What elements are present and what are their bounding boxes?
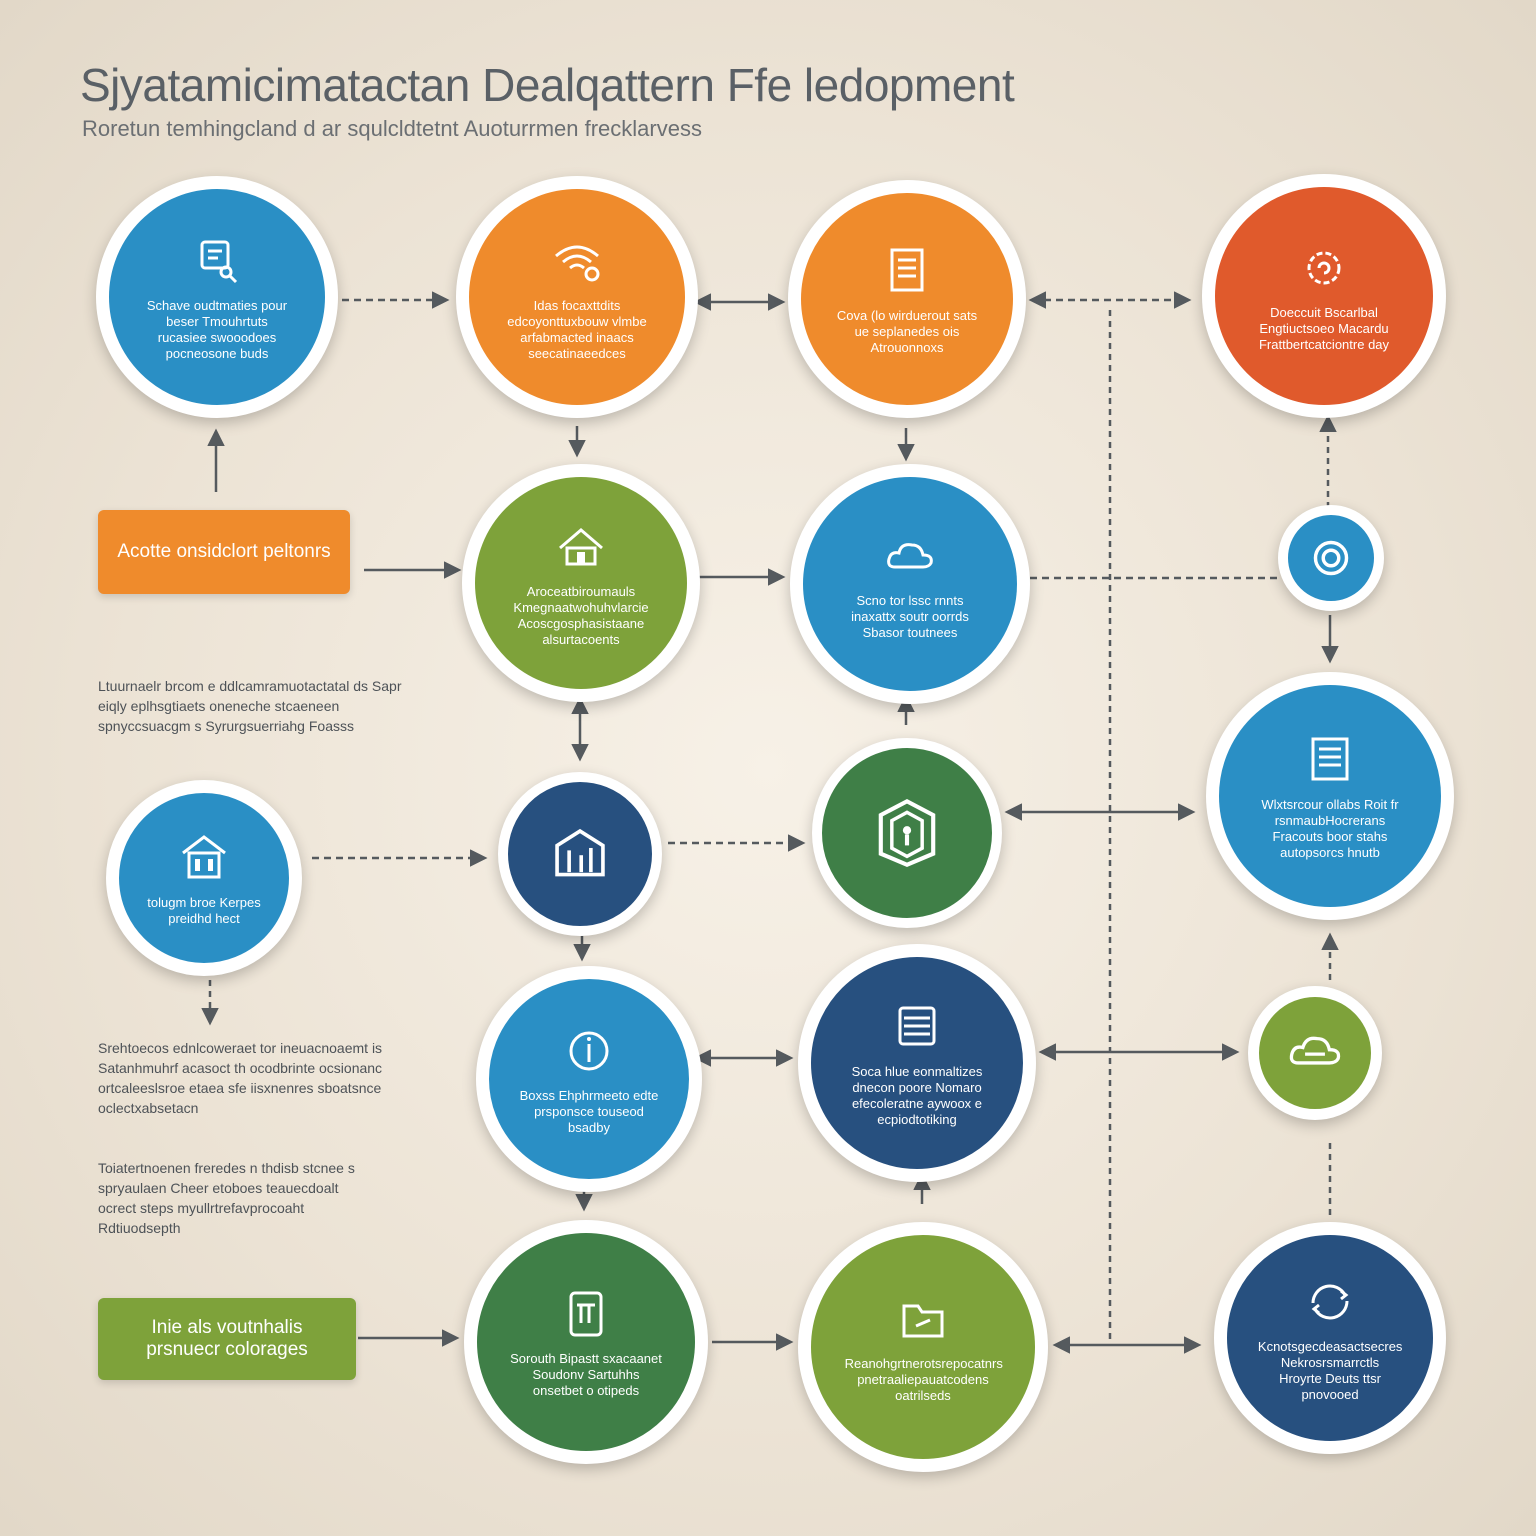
page-title: Sjyatamicimatactan Dealqattern Ffe ledop…	[80, 59, 1015, 111]
annotation-text-2: Srehtoecos ednlcoweraet tor ineuacnoaemt…	[98, 1040, 383, 1116]
process-node-16[interactable]: Reanohgrtnerotsrepocatnrs pnetraaliepaua…	[798, 1222, 1048, 1472]
node-label: Wlxtsrcour ollabs Roit fr rsnmaubHocrera…	[1261, 797, 1399, 860]
search-document-icon	[200, 240, 238, 284]
node-label: Doeccuit Bscarlbal Engtiuctsoeo Macardu …	[1258, 305, 1390, 352]
process-node-4[interactable]: Doeccuit Bscarlbal Engtiuctsoeo Macardu …	[1202, 174, 1446, 418]
home-icon	[559, 528, 603, 566]
process-node-1[interactable]: Schave oudtmaties pour beser Tmouhrtuts …	[96, 176, 338, 418]
process-node-3[interactable]: Cova (lo wirduerout sats ue seplanedes o…	[788, 180, 1026, 418]
target-icon	[1313, 540, 1349, 576]
folder-icon	[902, 1304, 944, 1338]
list-document-icon	[1311, 737, 1349, 781]
refresh-eco-icon	[1311, 1284, 1349, 1320]
process-node-11[interactable]: Wlxtsrcour ollabs Roit fr rsnmaubHocrera…	[1206, 672, 1454, 920]
process-node-12[interactable]: Boxss Ehphrmeeto edte prsponsce touseod …	[476, 966, 702, 1192]
process-node-14[interactable]	[1248, 986, 1382, 1120]
pi-chart-icon	[555, 828, 605, 877]
process-node-5[interactable]: Aroceatbiroumauls Kmegnaatwohuhvlarcie A…	[462, 464, 700, 702]
node-label: Cova (lo wirduerout sats ue seplanedes o…	[836, 308, 978, 355]
process-node-10[interactable]	[812, 738, 1002, 928]
building-icon	[182, 835, 226, 879]
box-label: Acotte onsidclort peltonrs	[117, 541, 331, 562]
action-box-2[interactable]: Inie als voutnhalis prsnuecr colorages	[98, 1298, 356, 1380]
cloud-icon	[887, 543, 933, 569]
shield-lock-icon	[878, 798, 936, 867]
document-icon	[890, 248, 924, 292]
node-label: Sorouth Bipastt sxacaanet Soudonv Sartuh…	[510, 1351, 662, 1398]
node-label: Reanohgrtnerotsrepocatnrs pnetraaliepaua…	[844, 1356, 1003, 1403]
process-node-15[interactable]: Sorouth Bipastt sxacaanet Soudonv Sartuh…	[464, 1220, 708, 1464]
spiral-gear-icon	[1307, 251, 1341, 285]
cloud-tag-icon	[1289, 1036, 1341, 1065]
box-label: Inie als voutnhalis prsnuecr colorages	[146, 1317, 308, 1360]
node-label: tolugm broe Kerpes preidhd hect	[147, 895, 261, 926]
process-node-8[interactable]: tolugm broe Kerpes preidhd hect	[106, 780, 302, 976]
tablet-icon	[569, 1291, 603, 1337]
process-node-2[interactable]: Idas focaxttdits edcoyonttuxbouw vlmbe a…	[456, 176, 698, 418]
node-label: Boxss Ehphrmeeto edte prsponsce touseod …	[519, 1088, 659, 1135]
annotation-text-1: Ltuurnaelr brcom e ddlcamramuotactatal d…	[98, 678, 402, 734]
node-label: Idas focaxttdits edcoyonttuxbouw vlmbe a…	[507, 298, 647, 361]
node-label: Aroceatbiroumauls Kmegnaatwohuhvlarcie A…	[513, 584, 649, 647]
action-box-1[interactable]: Acotte onsidclort peltonrs	[98, 510, 350, 594]
page-subtitle: Roretun temhingcland d ar squlcldtetnt A…	[82, 116, 702, 141]
node-label: Scno tor lssc rnnts inaxattx soutr oorrd…	[851, 593, 969, 640]
node-label: Kcnotsgecdeasactsecres Nekrosrsmarrctls …	[1257, 1339, 1403, 1402]
process-node-6[interactable]: Scno tor lssc rnnts inaxattx soutr oorrd…	[790, 464, 1030, 704]
list-icon	[898, 1006, 936, 1046]
node-label: Schave oudtmaties pour beser Tmouhrtuts …	[146, 298, 288, 361]
process-node-9[interactable]	[498, 772, 662, 936]
wifi-hand-icon	[555, 245, 600, 282]
info-icon	[569, 1031, 609, 1071]
node-label: Soca hlue eonmaltizes dnecon poore Nomar…	[851, 1064, 983, 1127]
process-node-7[interactable]	[1278, 505, 1384, 611]
process-node-17[interactable]: Kcnotsgecdeasactsecres Nekrosrsmarrctls …	[1214, 1222, 1446, 1454]
annotation-text-3: Toiatertnoenen freredes n thdisb stcnee …	[98, 1160, 355, 1236]
process-node-13[interactable]: Soca hlue eonmaltizes dnecon poore Nomar…	[798, 944, 1036, 1182]
